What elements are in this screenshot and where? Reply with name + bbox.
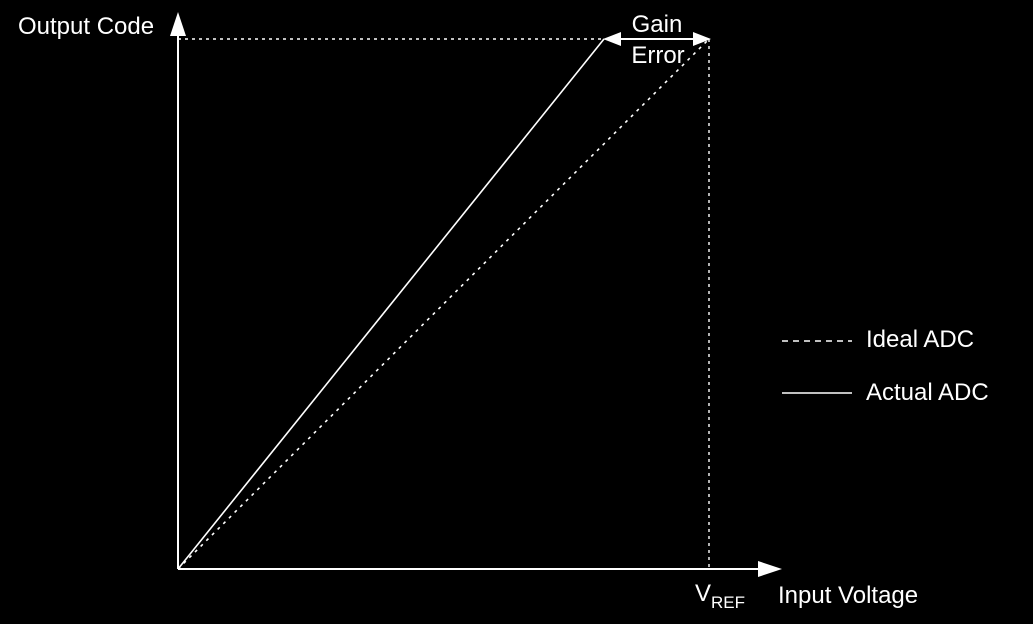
gain-error-arrow-right [693, 32, 711, 46]
x-axis-label: Input Voltage [778, 582, 918, 609]
legend-ideal-label: Ideal ADC [866, 326, 974, 353]
gain-error-arrow-left [603, 32, 621, 46]
gain-error-label-line2: Error [631, 42, 684, 69]
vref-marker-label: VREF [695, 580, 745, 612]
vref-main: V [695, 580, 711, 607]
ideal-adc-line [177, 38, 710, 570]
y-axis-arrowhead [170, 12, 186, 36]
y-axis-label: Output Code [18, 13, 154, 40]
x-axis-arrowhead [758, 561, 782, 577]
actual-adc-line [177, 38, 605, 570]
gain-error-label-line1: Gain [632, 11, 683, 38]
legend-actual-label: Actual ADC [866, 379, 989, 406]
vref-subscript: REF [711, 593, 745, 612]
